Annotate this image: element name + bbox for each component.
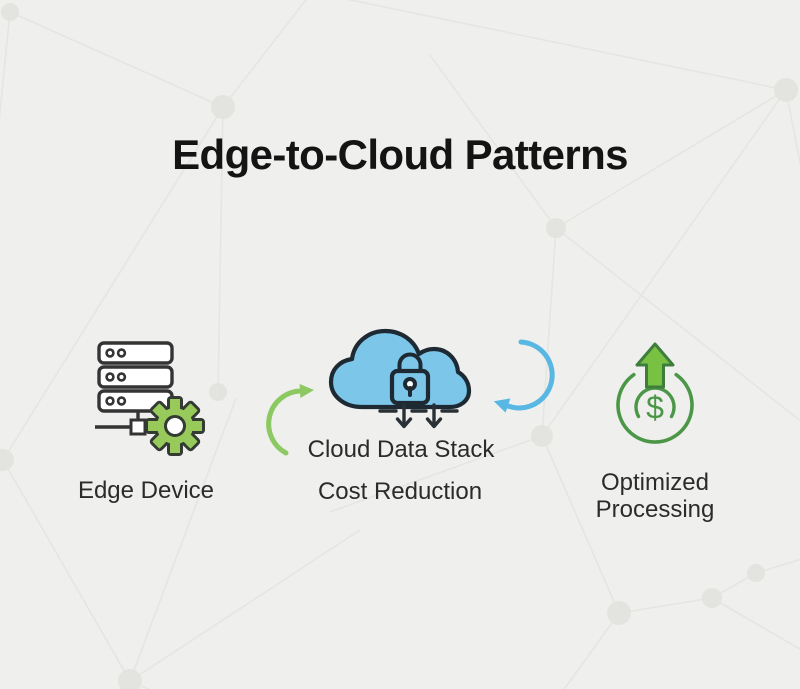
lock-icon <box>389 352 431 406</box>
cloud-data-stack-label: Cloud Data Stack <box>307 436 495 463</box>
optimized-processing-label: Optimized Processing <box>535 469 775 523</box>
cloud-return-arrow-icon <box>493 339 555 413</box>
cost-reduction-label: Cost Reduction <box>317 478 483 505</box>
dollar-symbol: $ <box>646 390 664 426</box>
download-arrows-icon <box>378 403 459 429</box>
cloud-lock-download-icon <box>328 328 472 429</box>
dollar-growth-icon: $ <box>616 342 694 444</box>
dollar-circle <box>616 372 694 444</box>
optimized-processing-line2: Processing <box>595 495 715 523</box>
up-arrow-icon <box>635 342 675 389</box>
server-gear-icon <box>95 341 205 456</box>
optimized-processing-line1: Optimized <box>600 469 710 496</box>
page-title: Edge-to-Cloud Patterns <box>172 131 628 178</box>
gear-icon <box>145 396 205 456</box>
edge-device-label: Edge Device <box>77 477 215 504</box>
